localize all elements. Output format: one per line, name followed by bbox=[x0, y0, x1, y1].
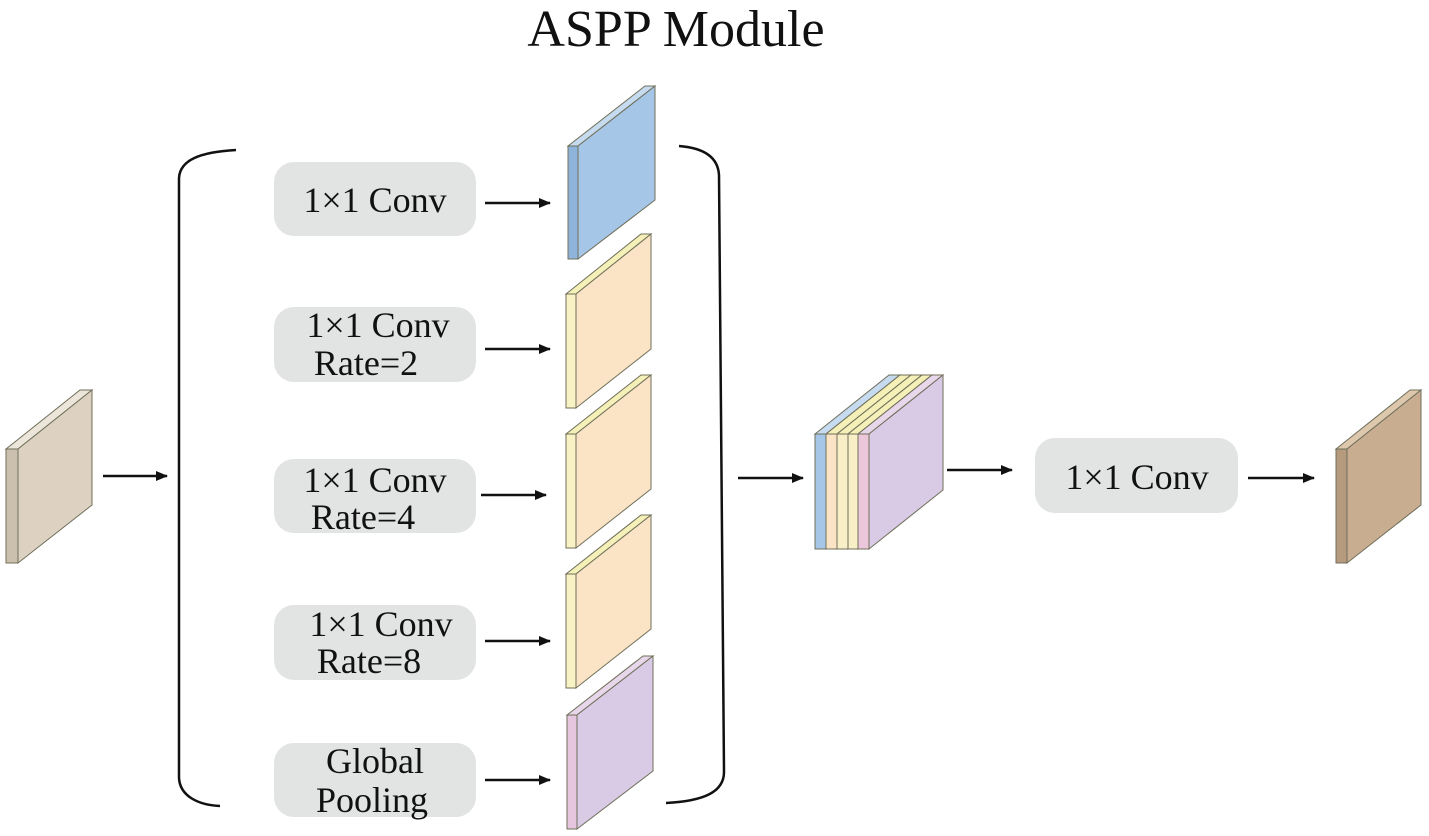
diagram-title: ASPP Module bbox=[527, 1, 824, 58]
final-conv: 1×1 Conv bbox=[1035, 438, 1238, 513]
branch-1x1-conv: 1×1 Conv bbox=[274, 84, 657, 261]
branch-label-line1: 1×1 Conv bbox=[309, 604, 452, 644]
branch-label-line1: 1×1 Conv bbox=[306, 305, 449, 345]
feature-map-yellow bbox=[564, 513, 653, 690]
branch-rate-4: 1×1 Conv Rate=4 bbox=[274, 373, 653, 550]
branch-rate-2: 1×1 Conv Rate=2 bbox=[274, 232, 653, 410]
input-feature-map bbox=[4, 388, 94, 565]
branch-label-line1: Global bbox=[326, 741, 424, 781]
branch-label-line1: 1×1 Conv bbox=[303, 460, 446, 500]
branch-global-pooling: Global Pooling bbox=[274, 654, 655, 831]
feature-map-blue bbox=[566, 84, 657, 261]
branch-label-line2: Rate=4 bbox=[311, 497, 415, 537]
final-conv-label: 1×1 Conv bbox=[1065, 457, 1208, 497]
branch-box bbox=[274, 307, 476, 382]
concatenated-feature-maps bbox=[813, 373, 945, 551]
branch-label-line1: 1×1 Conv bbox=[303, 180, 446, 220]
branch-box bbox=[274, 162, 476, 236]
final-conv-box bbox=[1035, 438, 1238, 513]
branch-label-line2: Pooling bbox=[316, 780, 428, 820]
right-bracket bbox=[665, 144, 726, 805]
branch-box bbox=[274, 743, 476, 817]
branch-rate-8: 1×1 Conv Rate=8 bbox=[274, 513, 653, 690]
branch-label-line2: Rate=2 bbox=[314, 343, 418, 383]
branch-label-line2: Rate=8 bbox=[317, 641, 421, 681]
feature-map-yellow bbox=[564, 373, 653, 550]
feature-map-yellow bbox=[564, 232, 653, 410]
branch-box bbox=[274, 459, 476, 533]
stack-layer-purple bbox=[856, 373, 945, 551]
feature-map-purple bbox=[565, 654, 655, 831]
branch-box bbox=[274, 605, 476, 680]
output-feature-map bbox=[1334, 388, 1423, 565]
left-bracket bbox=[177, 148, 237, 808]
